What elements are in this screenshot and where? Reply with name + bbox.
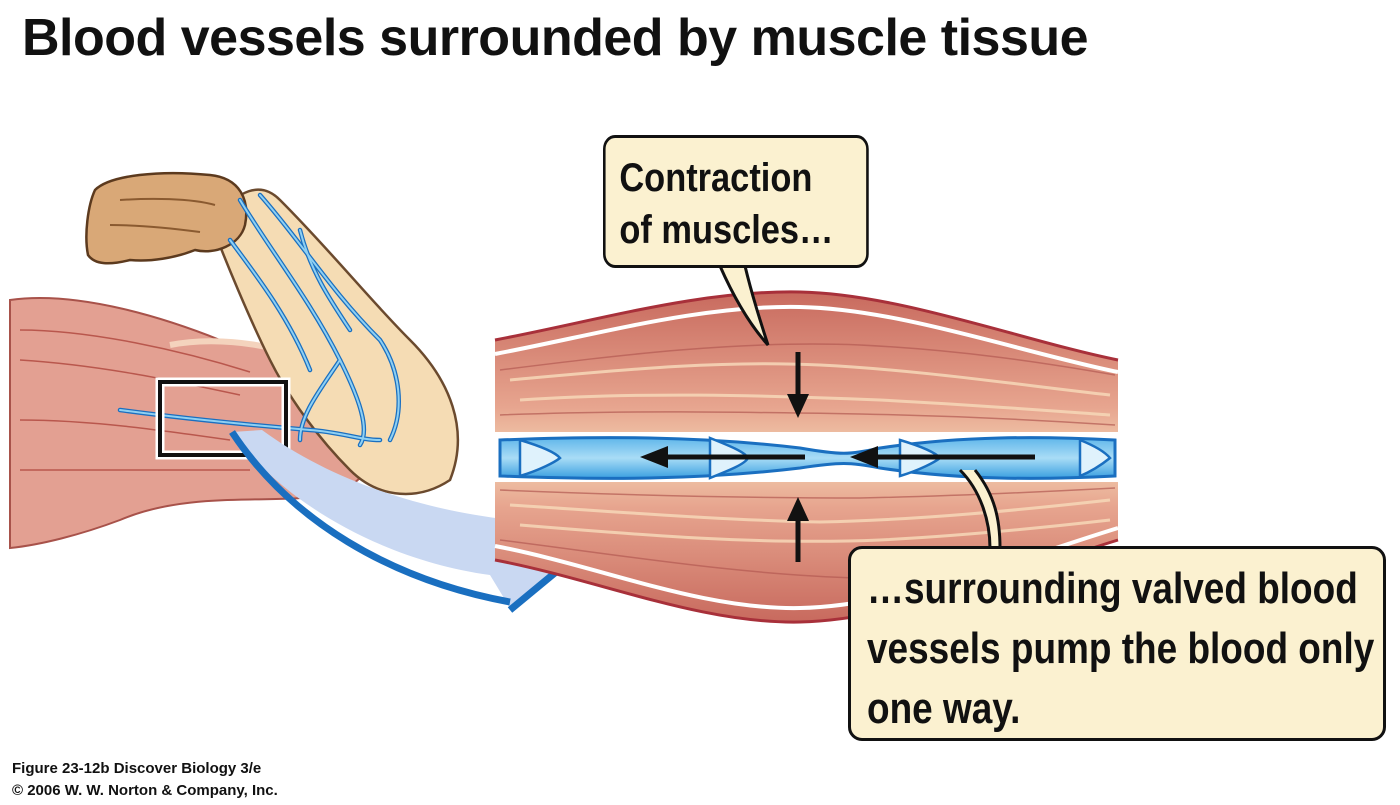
- valves-callout: …surrounding valved blood vessels pump t…: [848, 546, 1386, 741]
- valves-callout-line-1: …surrounding valved blood: [867, 564, 1358, 613]
- fist: [85, 171, 248, 265]
- figure-caption: Figure 23-12b Discover Biology 3/e © 200…: [12, 758, 278, 802]
- valved-vein: [495, 432, 1118, 482]
- contraction-callout: Contraction of muscles…: [603, 135, 869, 268]
- figure-credit: Figure 23-12b Discover Biology 3/e: [12, 760, 262, 777]
- contraction-callout-line-1: Contraction: [619, 156, 813, 200]
- valves-callout-line-3: one way.: [867, 684, 1021, 733]
- copyright-notice: © 2006 W. W. Norton & Company, Inc.: [12, 782, 278, 799]
- flexed-arm-illustration: [9, 171, 459, 550]
- contraction-arrows: [787, 352, 809, 562]
- figure-title: Blood vessels surrounded by muscle tissu…: [22, 9, 1089, 67]
- flow-arrows: [640, 446, 1035, 468]
- valves-callout-line-2: vessels pump the blood only: [867, 624, 1375, 673]
- contraction-callout-line-2: of muscles…: [619, 208, 834, 252]
